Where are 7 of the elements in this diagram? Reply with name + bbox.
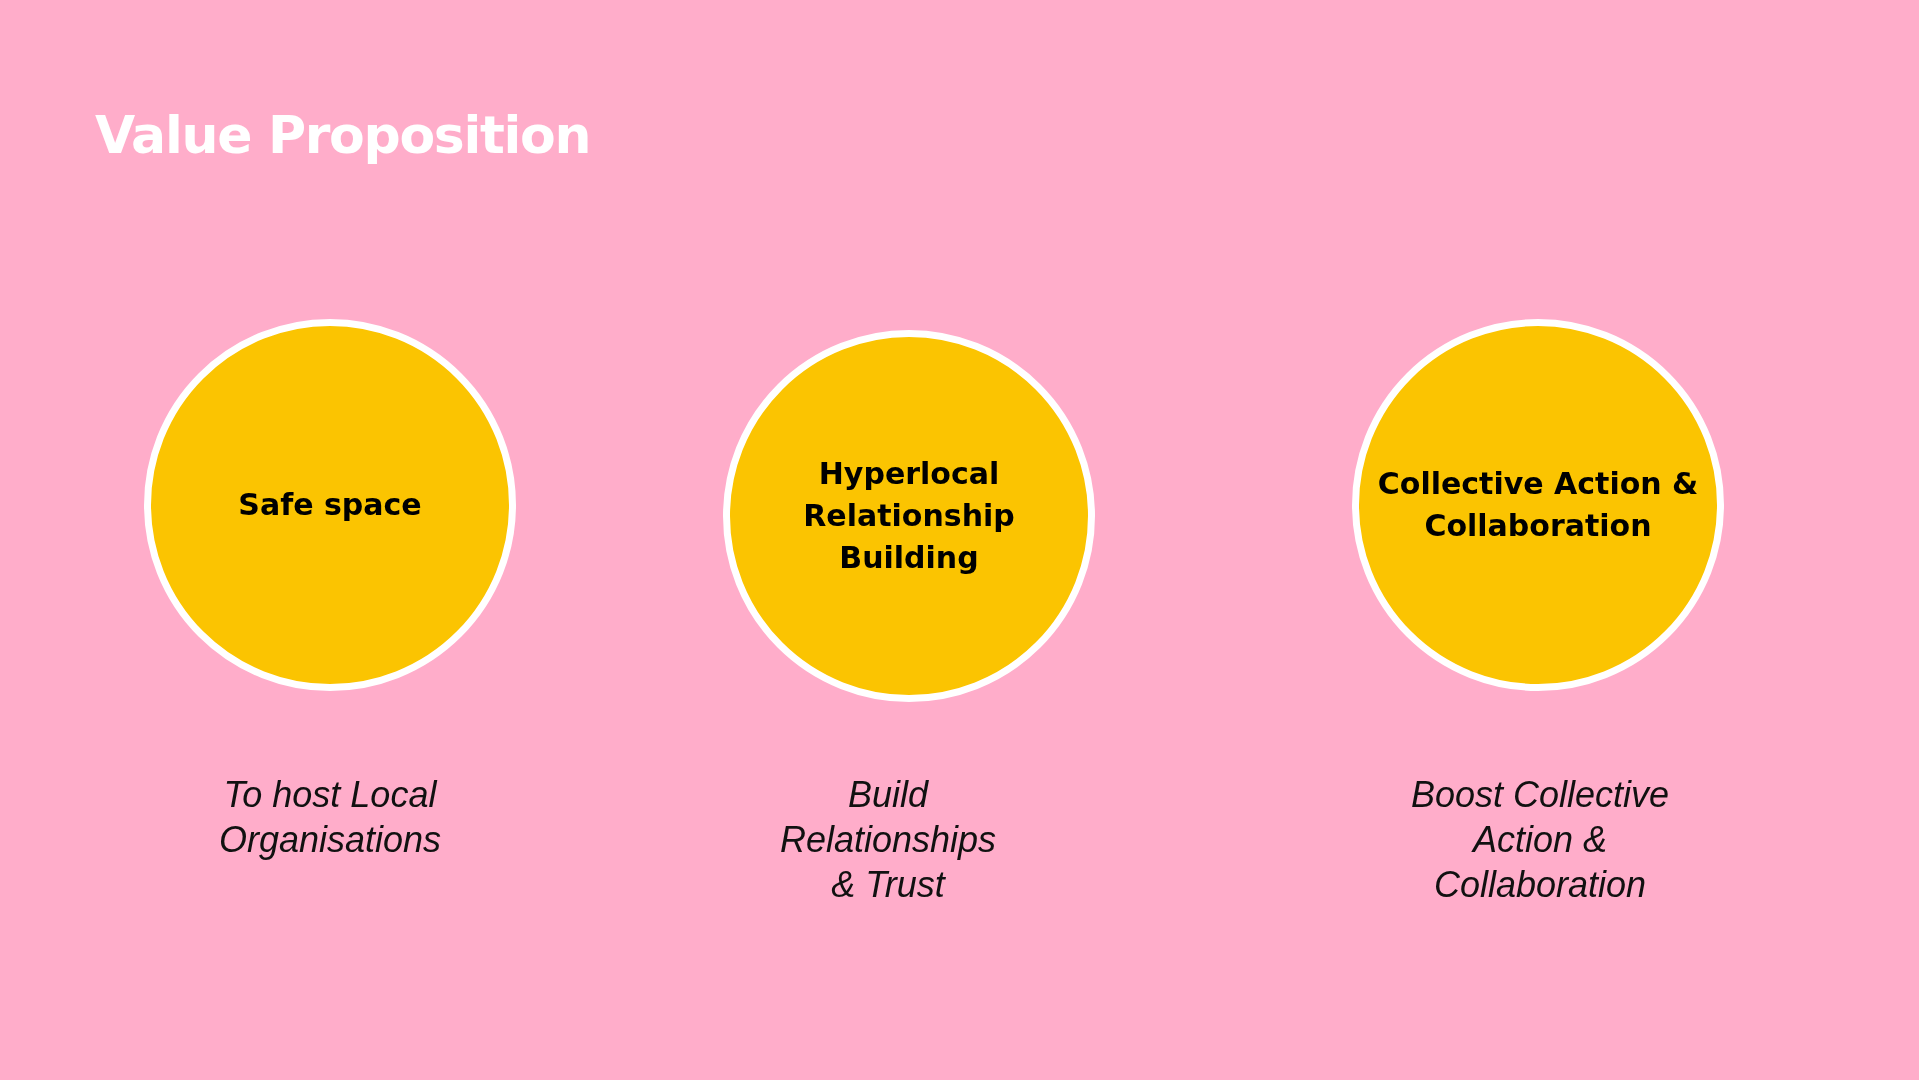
circle-label: Hyperlocal Relationship Building bbox=[802, 455, 1016, 577]
description-text: Boost Collective Action & Collaboration bbox=[1409, 773, 1671, 907]
description-text: To host Local Organisations bbox=[217, 773, 443, 862]
description-text: Build Relationships & Trust bbox=[778, 773, 998, 907]
slide-title: Value Proposition bbox=[95, 104, 591, 167]
circle-label: Safe space bbox=[238, 486, 422, 524]
circle-label: Collective Action & Collaboration bbox=[1376, 465, 1700, 545]
